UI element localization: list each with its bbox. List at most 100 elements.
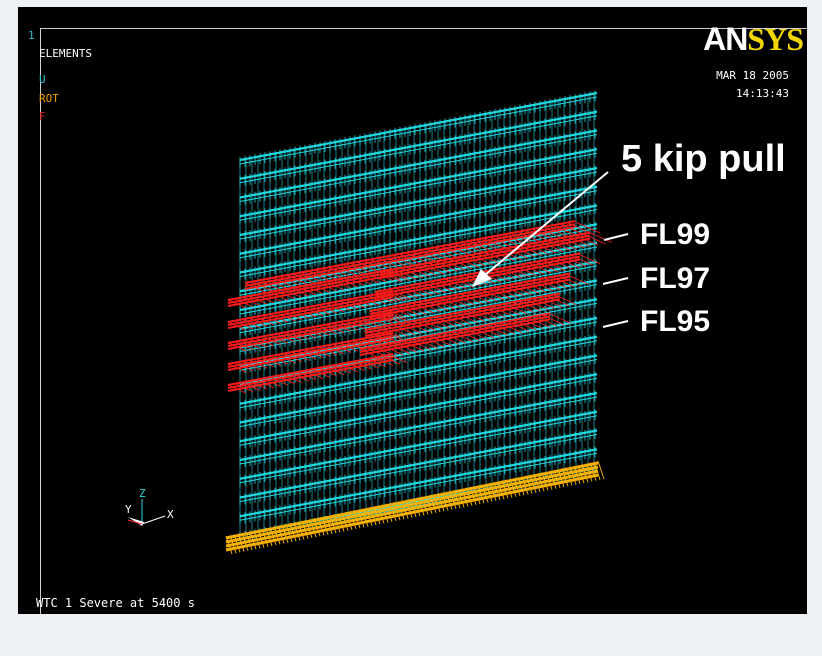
force-arrow	[262, 336, 282, 345]
rot-tick	[369, 506, 377, 526]
force-arrow	[386, 270, 410, 281]
force-arrow	[269, 313, 289, 323]
force-arrow	[363, 260, 391, 273]
force-arrow	[504, 303, 528, 314]
rot-tick	[473, 485, 481, 505]
force-arrow	[462, 311, 486, 322]
force-line	[227, 274, 394, 307]
force-arrow	[269, 334, 289, 344]
plot-time: 14:13:43	[736, 87, 789, 100]
rot-tick	[573, 465, 581, 484]
force-arrow	[311, 347, 331, 357]
mesh-band	[239, 110, 598, 180]
force-arrow	[518, 300, 542, 312]
force-arrow	[234, 341, 254, 351]
mesh-band-lower	[239, 359, 598, 427]
force-arrow	[551, 276, 575, 288]
legend-u: U	[39, 73, 46, 86]
force-arrow	[523, 281, 547, 293]
force-arrow	[300, 272, 328, 285]
mesh-band-lower	[239, 265, 598, 334]
mesh-band-lower	[239, 377, 598, 446]
force-arrow	[537, 279, 561, 290]
force-arrow	[258, 280, 286, 293]
force-arrow	[553, 294, 577, 305]
rot-line	[225, 473, 599, 552]
rot-tick	[585, 463, 593, 482]
rot-tick	[317, 517, 325, 536]
force-arrow	[387, 343, 411, 355]
force-arrow	[419, 249, 447, 263]
force-arrow	[297, 329, 317, 339]
rot-tick	[593, 461, 601, 480]
force-arrow	[380, 344, 404, 356]
fl99-leader	[603, 233, 629, 241]
triad-x-label: X	[167, 508, 174, 521]
force-arrow	[374, 294, 394, 303]
mesh-band	[239, 166, 598, 237]
force-arrow	[471, 327, 495, 339]
force-arrow	[360, 359, 380, 369]
force-arrow	[255, 337, 275, 347]
force-arrow	[446, 296, 470, 307]
force-arrow	[554, 238, 578, 250]
force-arrow	[451, 277, 475, 288]
force-arrow	[376, 309, 400, 320]
rot-tick	[297, 521, 305, 540]
force-line	[364, 298, 561, 337]
force-arrow	[541, 314, 565, 326]
force-arrow	[374, 291, 398, 303]
force-arrow	[496, 235, 524, 248]
force-arrow	[395, 287, 419, 299]
force-arrow	[297, 371, 317, 381]
force-arrow	[307, 270, 335, 284]
window-number: 1	[28, 29, 35, 42]
force-arrow	[520, 318, 544, 330]
rot-tick	[265, 527, 273, 547]
fl95-leader	[602, 320, 629, 328]
rot-tick	[421, 496, 429, 515]
triad-z-label: Z	[139, 487, 146, 500]
rot-tick	[405, 499, 413, 518]
triad-y-label: Y	[125, 503, 132, 516]
force-arrow	[290, 309, 310, 319]
force-arrow	[332, 343, 352, 353]
rot-tick	[281, 524, 289, 543]
force-arrow	[381, 355, 401, 365]
force-arrow	[538, 227, 566, 240]
force-arrow	[568, 236, 592, 247]
force-arrow	[411, 302, 435, 314]
force-arrow	[507, 266, 531, 278]
force-arrow	[474, 290, 498, 302]
force-arrow	[381, 292, 401, 302]
rot-tick	[425, 495, 433, 514]
rot-tick	[225, 535, 233, 555]
force-arrow	[454, 243, 482, 256]
force-line	[374, 252, 581, 293]
force-arrow	[552, 224, 580, 238]
force-arrow	[437, 279, 461, 291]
mesh-band-lower	[239, 340, 598, 409]
force-arrow	[563, 256, 587, 267]
rot-tick	[597, 460, 605, 480]
force-arrow	[390, 306, 414, 318]
rot-tick	[329, 514, 337, 534]
rot-tick	[417, 497, 425, 516]
force-arrow	[248, 295, 268, 305]
rot-tick	[553, 469, 561, 489]
rot-tick	[513, 477, 521, 497]
force-arrow	[265, 278, 293, 292]
force-arrow	[511, 302, 535, 313]
mesh-band-lower	[239, 302, 598, 371]
force-arrow	[444, 278, 468, 290]
force-arrow	[475, 239, 503, 252]
force-arrow	[527, 317, 551, 328]
force-arrow	[456, 257, 480, 268]
force-line	[379, 237, 591, 279]
force-arrow	[393, 269, 417, 280]
force-arrow	[383, 308, 407, 319]
force-arrow	[262, 357, 282, 366]
force-arrow	[346, 277, 366, 287]
rot-tick	[461, 488, 469, 507]
